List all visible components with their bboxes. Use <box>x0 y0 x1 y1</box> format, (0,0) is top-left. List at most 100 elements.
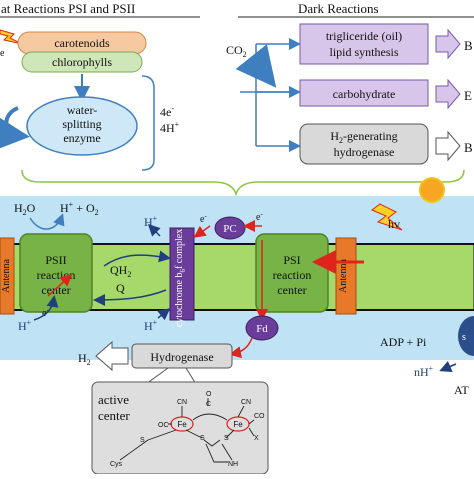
output-b1: B <box>464 38 473 53</box>
hplus-out-arrow <box>147 223 161 237</box>
carbohydrate-box <box>299 79 429 107</box>
enzyme-label-1: water- <box>67 103 97 117</box>
water-split-arrow <box>29 213 65 230</box>
h2-hydrogenase-box <box>299 123 429 165</box>
psi-label-3: center <box>277 283 306 297</box>
psi-label-2: reaction <box>273 268 312 282</box>
cycle-arrow-icon <box>0 106 30 150</box>
light-reactions-panel: e carotenoids chlorophylls water- splitt… <box>0 29 180 171</box>
active-center-title-2: center <box>98 408 130 423</box>
psii-reaction-center <box>19 233 93 313</box>
chlorophylls-box <box>21 51 143 73</box>
dark-branch-lines <box>240 44 300 146</box>
fe-left-label: Fe <box>177 420 187 429</box>
qh2-label: QH2 <box>110 263 131 279</box>
sun-icon <box>419 177 445 203</box>
carotenoids-label: carotenoids <box>54 36 110 50</box>
atp-synthase <box>458 316 474 356</box>
hplus-o2-label: H+ + O2 <box>60 200 99 217</box>
hplus-psii-arrow <box>33 295 59 321</box>
hplus-psii-label: H+ <box>18 318 32 333</box>
enzyme-label-2: splitting <box>62 117 101 131</box>
lightning-icon <box>0 29 23 45</box>
left-edge-e: e <box>0 48 5 59</box>
h2o-label: H2O <box>14 201 36 217</box>
lipid-output-arrow <box>435 28 461 60</box>
left-antenna <box>0 237 15 315</box>
electrons-label: 4e- <box>160 104 174 119</box>
electron-cyt-arrow <box>193 225 211 238</box>
q-return-arrow <box>93 289 167 306</box>
molecule-bonds <box>119 398 255 463</box>
c-label: C <box>206 401 211 408</box>
h2-hydrogenase-label-1: H2-generating <box>330 129 397 145</box>
cn-left-label: CN <box>177 399 187 406</box>
psii-label-3: center <box>41 283 70 297</box>
oc-label: OC <box>158 422 169 429</box>
hydrogenase-section: H2 Hydrogenase <box>78 340 233 372</box>
cn-right-label: CN <box>241 399 251 406</box>
electron-psii-arrow <box>47 273 73 297</box>
left-antenna-label: Antenna <box>1 259 12 293</box>
fe-right-label: Fe <box>233 420 243 429</box>
cytochrome-label: cytochrome b6f complex <box>174 229 187 327</box>
enzyme-label-3: enzyme <box>63 131 100 145</box>
o-label: O <box>206 391 212 398</box>
hv-label: hv <box>388 217 400 231</box>
hplus-stroma-label: H+ <box>144 318 158 333</box>
lipid-label-1: trigliceride (oil) <box>326 29 402 43</box>
right-antenna <box>335 237 357 315</box>
protons-label: 4H+ <box>160 120 180 135</box>
s-right-label: S <box>224 435 229 442</box>
carbohydrate-output-arrow <box>435 78 461 110</box>
psi-label-1: PSI <box>283 253 300 267</box>
hplus-in-arrow <box>157 308 171 321</box>
hydrogenase-label: Hydrogenase <box>150 350 213 364</box>
synthase-partial-label: s <box>462 332 466 343</box>
pc-label: PC <box>223 223 236 235</box>
nh-label: nH+ <box>414 364 434 379</box>
cytochrome-b6f-complex <box>169 227 195 321</box>
q-label: Q <box>116 281 125 295</box>
light-bracket <box>141 75 155 171</box>
dark-reactions-title: Dark Reactions <box>298 1 379 16</box>
header: at Reactions PSI and PSII Dark Reactions <box>0 1 474 18</box>
nh-arrow <box>439 360 457 372</box>
psii-label-1: PSII <box>45 253 66 267</box>
membrane: H2O H+ + O2 Antenna PSII reaction center… <box>0 177 474 397</box>
psii-label-2: reaction <box>37 268 76 282</box>
fe-fe-molecule: Fe Fe CN CN OC CO C O X S S S Cys NH <box>110 391 265 468</box>
s-cys-label: S <box>140 437 145 444</box>
light-reactions-title: at Reactions PSI and PSII <box>1 1 135 16</box>
e-label-3: e- <box>42 306 49 319</box>
active-center-title-1: active <box>98 392 129 407</box>
s-left-label: S <box>200 435 205 442</box>
qh2-arrow <box>103 250 171 267</box>
hydrogenase-box <box>131 343 233 369</box>
lipid-synthesis-box <box>299 23 429 65</box>
adp-label: ADP + Pi <box>380 335 427 349</box>
h2-release-arrow <box>95 340 129 372</box>
e-label-2: e- <box>256 210 263 223</box>
co2-label: CO2 <box>226 43 247 59</box>
callout-lines <box>145 367 197 385</box>
e-label-1: e- <box>200 212 207 225</box>
output-e: E <box>464 88 472 103</box>
h2-hydrogenase-label-2: hydrogenase <box>334 145 395 159</box>
right-antenna-label: Antenna <box>338 259 349 293</box>
h2-label: H2 <box>78 351 91 367</box>
lipid-label-2: lipid synthesis <box>329 45 398 59</box>
atp-partial-label: AT <box>454 383 469 397</box>
fd-label: Fd <box>256 323 268 335</box>
active-center-panel: active center Fe Fe CN CN OC CO C O X S … <box>91 367 269 475</box>
fd-to-hydrogenase-arrow <box>229 337 253 359</box>
output-b2: B <box>464 140 473 155</box>
co-label: CO <box>254 413 265 420</box>
cys-label: Cys <box>110 461 123 468</box>
h2-output-arrow <box>435 130 461 162</box>
right-lightning-icon <box>371 203 403 231</box>
nh-label-molecule: NH <box>228 461 238 468</box>
dark-reactions-panel: CO2 trigliceride (oil) lipid synthesis c… <box>226 23 473 165</box>
